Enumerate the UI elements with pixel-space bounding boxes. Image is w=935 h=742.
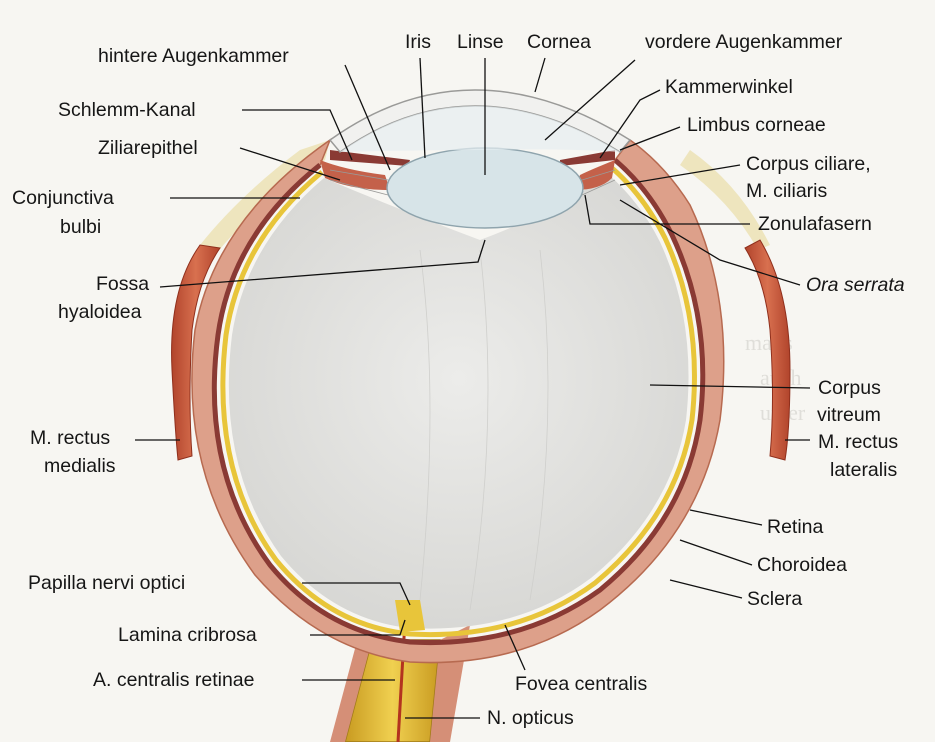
label-ora-serrata: Ora serrata xyxy=(806,274,905,296)
label-m-rectus-medialis: M. rectus xyxy=(30,427,110,449)
label-sclera: Sclera xyxy=(747,588,802,610)
label-vordere-augenkammer: vordere Augenkammer xyxy=(645,31,843,53)
label-fossa: Fossa xyxy=(96,273,149,295)
label-lamina-cribrosa: Lamina cribrosa xyxy=(118,624,257,646)
label-choroidea: Choroidea xyxy=(757,554,847,576)
label-iris: Iris xyxy=(405,31,431,53)
label-linse: Linse xyxy=(457,31,504,53)
label-m-ciliaris: M. ciliaris xyxy=(746,180,827,202)
label-a-centralis-retinae: A. centralis retinae xyxy=(93,669,255,691)
label-hintere-augenkammer: hintere Augenkammer xyxy=(98,45,289,67)
label-m-rectus-lateralis: M. rectus xyxy=(818,431,898,453)
label-papilla-nervi-optici: Papilla nervi optici xyxy=(28,572,185,594)
label-kammerwinkel: Kammerwinkel xyxy=(665,76,793,98)
label-vitreum: vitreum xyxy=(817,404,881,426)
label-retina: Retina xyxy=(767,516,824,538)
label-schlemm-kanal: Schlemm-Kanal xyxy=(58,99,196,121)
label-corpus: Corpus xyxy=(818,377,881,399)
label-cornea: Cornea xyxy=(527,31,591,53)
label-bulbi: bulbi xyxy=(60,216,101,238)
label-corpus-ciliare: Corpus ciliare, xyxy=(746,153,871,175)
label-zonulafasern: Zonulafasern xyxy=(758,213,872,235)
label-hyaloidea: hyaloidea xyxy=(58,301,142,323)
label-conjunctiva: Conjunctiva xyxy=(12,187,114,209)
label-limbus-corneae: Limbus corneae xyxy=(687,114,826,136)
label-fovea-centralis: Fovea centralis xyxy=(515,673,647,695)
label-n-opticus: N. opticus xyxy=(487,707,574,729)
label-medialis: medialis xyxy=(44,455,116,477)
label-ziliarepithel: Ziliarepithel xyxy=(98,137,198,159)
label-lateralis: lateralis xyxy=(830,459,897,481)
